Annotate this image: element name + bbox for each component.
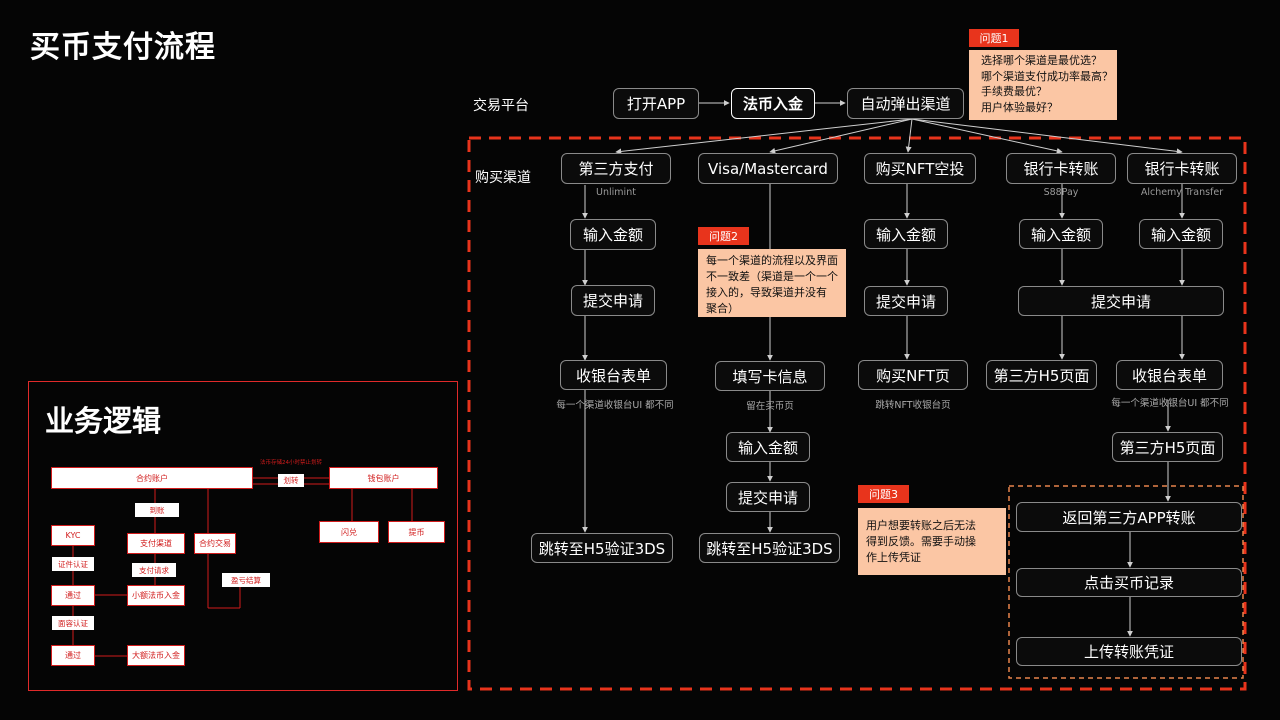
upload-transfer-proof: 上传转账凭证 xyxy=(1016,637,1242,666)
issue1-line: 手续费最优？ xyxy=(981,85,1047,98)
issue2-line: 聚合） xyxy=(706,302,739,315)
click-buy-record: 点击买币记录 xyxy=(1016,568,1242,597)
col3-amount: 输入金额 xyxy=(864,219,948,249)
mini-pay-channel: 支付渠道 xyxy=(127,533,185,554)
issue2-tag: 问题2 xyxy=(698,227,749,245)
issue1-tag: 问题1 xyxy=(969,29,1019,47)
page-title: 买币支付流程 xyxy=(30,30,216,65)
issue3-line: 得到反馈。需要手动操 xyxy=(866,535,976,548)
mini-pass-1: 通过 xyxy=(51,585,95,606)
return-app-transfer: 返回第三方APP转账 xyxy=(1016,502,1242,532)
issue2-line: 不一致差（渠道是一个一个 xyxy=(706,270,838,283)
col1-checkout: 收银台表单 xyxy=(560,360,667,390)
channel-visa-mastercard: Visa/Mastercard xyxy=(698,153,838,184)
mini-kyc: KYC xyxy=(51,525,95,546)
col4-amount: 输入金额 xyxy=(1019,219,1103,249)
col1-amount: 输入金额 xyxy=(570,219,656,250)
col5-checkout: 收银台表单 xyxy=(1116,360,1223,390)
mini-transfer-note: 法币存储24小时禁止划转 xyxy=(260,460,322,466)
channel-bank-transfer-s88pay: 银行卡转账 xyxy=(1006,153,1116,184)
col2-stay-note: 留在买币页 xyxy=(746,401,794,412)
col3-nft-note: 跳转NFT收银台页 xyxy=(875,400,951,411)
channel-sub-unlimint: Unlimint xyxy=(596,187,636,198)
issue2-line: 接入的，导致渠道并没有 xyxy=(706,286,827,299)
business-logic-title: 业务逻辑 xyxy=(45,404,162,438)
mini-contract-trade: 合约交易 xyxy=(194,533,236,554)
mini-id-verify: 证件认证 xyxy=(52,557,94,571)
mini-contract-account: 合约账户 xyxy=(51,467,253,489)
issue3-line: 作上传凭证 xyxy=(866,551,921,564)
mini-withdraw: 提币 xyxy=(388,521,445,543)
col5-amount: 输入金额 xyxy=(1139,219,1223,249)
col1-submit: 提交申请 xyxy=(571,285,655,316)
col5-checkout-note: 每一个渠道收银台UI 都不同 xyxy=(1111,398,1229,409)
issue3-note: 用户想要转账之后无法 得到反馈。需要手动操 作上传凭证 xyxy=(858,508,1006,575)
issue1-note: 选择哪个渠道是最优选？ 哪个渠道支付成功率最高？ 手续费最优？ 用户体验最好？ xyxy=(969,50,1117,120)
channels-label: 购买渠道 xyxy=(475,170,531,186)
col1-jump-3ds: 跳转至H5验证3DS xyxy=(531,533,673,563)
channel-sub-alchemy: Alchemy Transfer xyxy=(1140,187,1224,198)
channel-buy-nft-airdrop: 购买NFT空投 xyxy=(864,153,976,184)
issue2-line: 每一个渠道的流程以及界面 xyxy=(706,254,838,267)
mini-arrive: 到账 xyxy=(135,503,179,517)
open-app-node: 打开APP xyxy=(613,88,699,119)
col2-fill-card: 填写卡信息 xyxy=(715,361,825,391)
col5-third-h5: 第三方H5页面 xyxy=(1112,432,1223,462)
issue1-line: 选择哪个渠道是最优选？ xyxy=(981,54,1102,67)
issue1-line: 哪个渠道支付成功率最高？ xyxy=(981,69,1113,83)
mini-pass-2: 通过 xyxy=(51,645,95,666)
col2-submit: 提交申请 xyxy=(726,482,810,512)
issue2-note: 每一个渠道的流程以及界面 不一致差（渠道是一个一个 接入的，导致渠道并没有 聚合… xyxy=(698,249,846,317)
mini-pay-request: 支付请求 xyxy=(132,563,176,577)
issue3-tag: 问题3 xyxy=(858,485,909,503)
mini-flash-swap: 闪兑 xyxy=(319,521,379,543)
mini-wallet-account: 钱包账户 xyxy=(329,467,438,489)
col2-amount: 输入金额 xyxy=(726,432,810,462)
channel-bank-transfer-alchemy: 银行卡转账 xyxy=(1127,153,1237,184)
issue1-line: 用户体验最好？ xyxy=(981,100,1058,114)
auto-popup-channel-node: 自动弹出渠道 xyxy=(847,88,964,119)
mini-large-fiat-in: 大额法币入金 xyxy=(127,645,185,666)
fiat-deposit-node: 法币入金 xyxy=(731,88,815,119)
business-logic-frame xyxy=(28,381,458,691)
col4-third-h5: 第三方H5页面 xyxy=(986,360,1097,390)
transfer-dashed-frame xyxy=(1008,485,1244,679)
platform-label: 交易平台 xyxy=(473,98,529,114)
channel-sub-s88pay: S88Pay xyxy=(1043,187,1079,198)
col45-submit: 提交申请 xyxy=(1018,286,1224,316)
channel-third-party-pay: 第三方支付 xyxy=(561,153,671,184)
col1-checkout-note: 每一个渠道收银台UI 都不同 xyxy=(556,400,674,411)
mini-small-fiat-in: 小额法币入金 xyxy=(127,585,185,606)
issue3-line: 用户想要转账之后无法 xyxy=(866,519,976,532)
col3-submit: 提交申请 xyxy=(864,286,948,316)
mini-pnl-settle: 盈亏结算 xyxy=(222,573,270,587)
mini-face-verify: 面容认证 xyxy=(52,616,94,630)
mini-transfer: 划转 xyxy=(278,474,304,487)
channel-dashed-frame xyxy=(467,136,1247,691)
col3-buy-nft-page: 购买NFT页 xyxy=(858,360,968,390)
col2-jump-3ds: 跳转至H5验证3DS xyxy=(699,533,840,563)
